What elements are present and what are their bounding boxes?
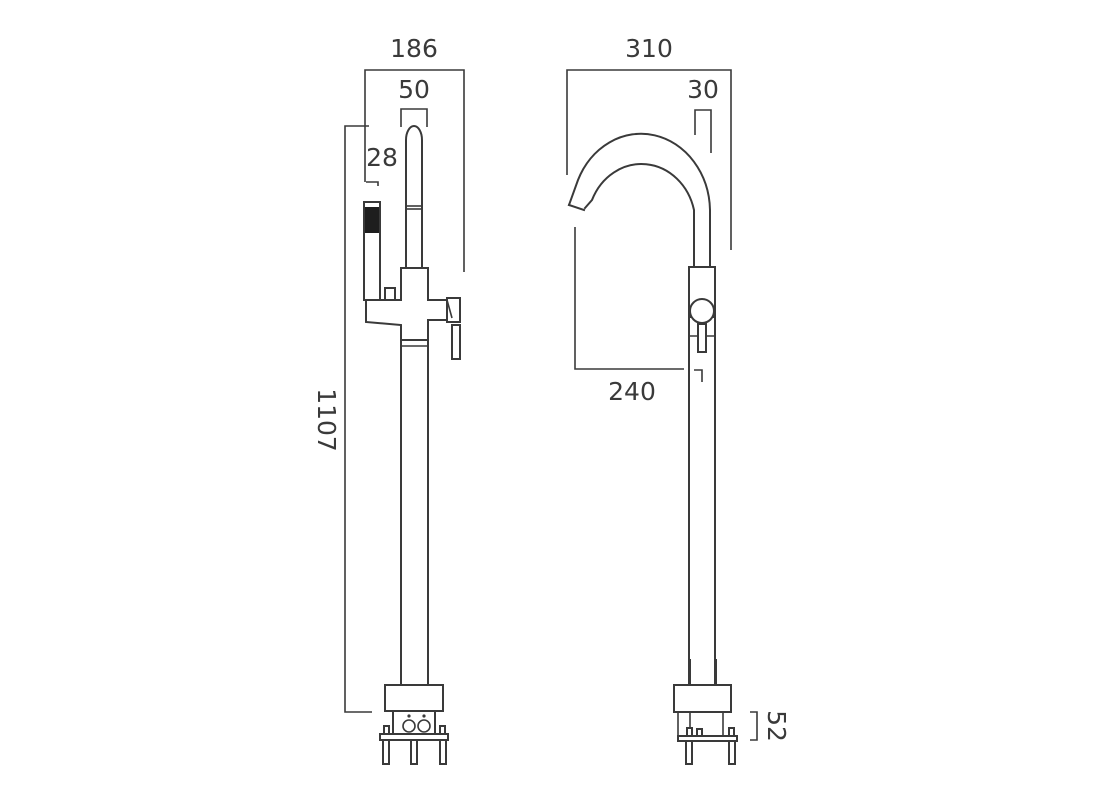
shower-spray-face — [365, 207, 379, 233]
riser-pipe-left — [400, 339, 429, 686]
dimension-50: 50 — [398, 75, 430, 127]
dimension-label-186: 186 — [390, 34, 438, 63]
handset-holder — [405, 125, 423, 269]
dimension-30: 30 — [687, 75, 719, 153]
dimension-52: 52 — [750, 710, 791, 742]
base-shroud-left — [379, 684, 449, 765]
dimension-310: 310 — [566, 34, 732, 250]
mixer-body-front — [688, 266, 716, 353]
dimension-label-30: 30 — [687, 75, 719, 104]
riser-pipe-right — [688, 316, 716, 686]
hand-shower — [363, 201, 381, 301]
side-view: 186 50 28 1107 — [312, 34, 465, 765]
dimension-label-28: 28 — [366, 143, 398, 172]
front-view: 310 30 240 52 — [566, 34, 791, 765]
dimension-label-52: 52 — [762, 710, 791, 742]
dimension-1107: 1107 — [312, 125, 372, 713]
dimension-240: 240 — [574, 227, 703, 406]
dimension-label-1107: 1107 — [312, 388, 341, 452]
dimension-label-50: 50 — [398, 75, 430, 104]
base-shroud-right — [673, 659, 738, 765]
dimension-label-240: 240 — [608, 377, 656, 406]
gooseneck-spout — [567, 132, 711, 269]
dimension-28: 28 — [366, 143, 398, 186]
dimension-label-310: 310 — [625, 34, 673, 63]
